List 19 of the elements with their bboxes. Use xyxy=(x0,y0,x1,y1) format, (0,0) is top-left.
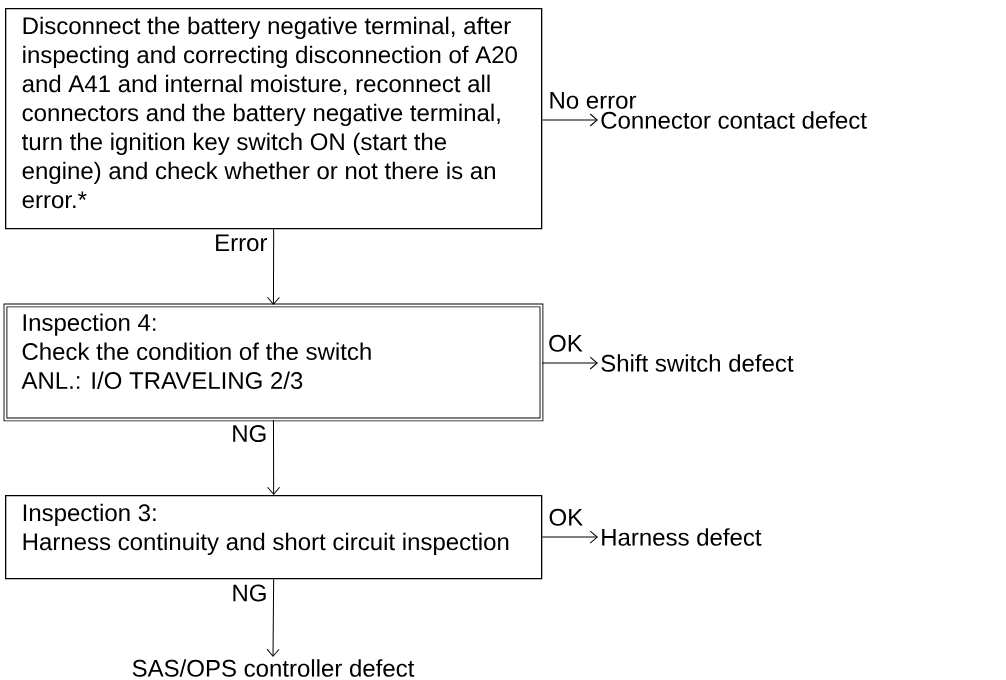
outcome-text: Shift switch defect xyxy=(601,354,794,372)
arrow xyxy=(267,419,281,495)
edge-label: NG xyxy=(230,424,269,444)
inspection-box: Inspection 4: Check the condition of the switch ANL.: I/O TRAVELING 2/3 xyxy=(3,303,544,422)
process-box: Inspection 3: Harness continuity and short circuit inspection xyxy=(5,495,543,580)
arrow xyxy=(541,356,598,370)
edge-label: Error xyxy=(213,233,269,253)
process-box: Disconnect the battery negative terminal, after inspecting and correcting disconnection of A20 and A41 and internal moisture, reconnect all connectors and the battery negative terminal, turn the ignition key switch ON (start the engine) and check whether or not there is an error.* xyxy=(5,8,543,230)
edge-label: OK xyxy=(547,507,585,527)
outcome-text: SAS/OPS controller defect xyxy=(132,659,415,677)
outcome-text: Connector contact defect xyxy=(601,111,867,129)
arrow xyxy=(267,228,280,305)
edge-label: NG xyxy=(230,583,269,603)
edge-label: No error xyxy=(547,91,638,110)
arrow xyxy=(266,578,280,657)
outcome-text: Harness defect xyxy=(602,528,762,546)
edge-label: OK xyxy=(547,333,584,353)
arrow xyxy=(541,530,598,544)
arrow xyxy=(541,113,598,127)
